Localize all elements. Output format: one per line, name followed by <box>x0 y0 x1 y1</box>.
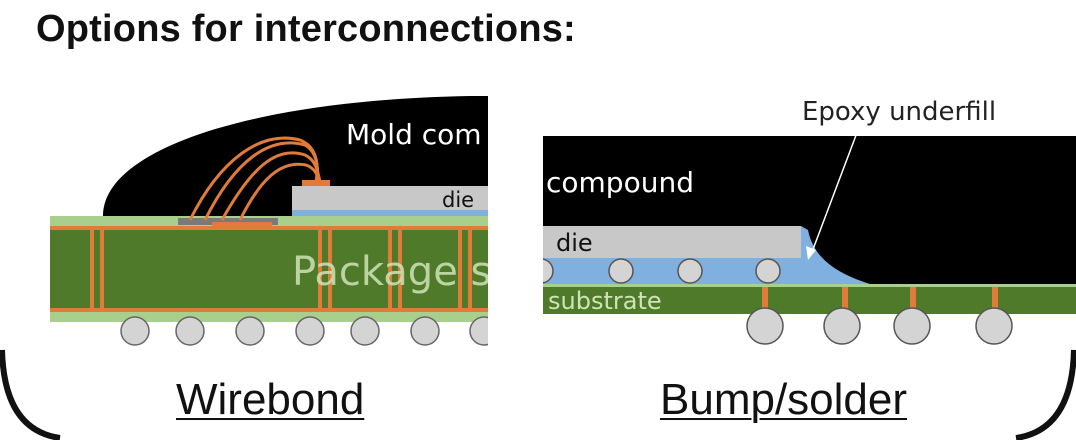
wirebond-caption: Wirebond <box>176 375 365 424</box>
callout-arrowhead <box>806 246 816 260</box>
die <box>292 186 488 212</box>
substrate-label: substrate <box>548 287 662 315</box>
epoxy-underfill-label: Epoxy underfill <box>802 97 996 127</box>
bond-wires <box>188 136 322 221</box>
page-title: Options for interconnections: <box>36 8 576 50</box>
bump-solder-caption: Bump/solder <box>660 375 908 424</box>
solder-balls <box>746 307 1013 345</box>
die <box>543 226 801 258</box>
mold-compound-label: compound <box>546 166 694 199</box>
substrate-vias <box>90 230 472 310</box>
underfill-fillet <box>801 226 870 284</box>
substrate-bottom-layer <box>50 312 488 322</box>
package-substrate <box>50 226 488 314</box>
package-substrate-label: Package su <box>292 249 517 295</box>
die-label: die <box>556 229 593 257</box>
solder-bumps <box>543 258 781 284</box>
callout-arrow-line <box>811 129 859 253</box>
solder-balls <box>120 316 488 346</box>
bond-pad <box>178 218 278 225</box>
die-label: die <box>442 188 474 212</box>
substrate-vias <box>762 287 998 313</box>
mold-compound-label: Mold com <box>346 118 482 151</box>
